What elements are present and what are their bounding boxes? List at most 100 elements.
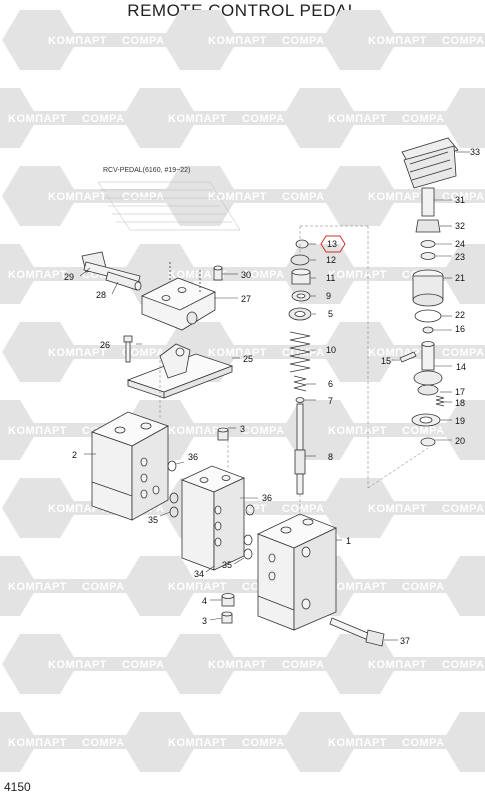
watermark-emblem bbox=[162, 634, 238, 694]
watermark-text: KOMПАРТ bbox=[208, 35, 267, 47]
watermark-text: KOMПАРТ bbox=[168, 113, 227, 125]
watermark-emblem bbox=[322, 634, 398, 694]
callout-label: 26 bbox=[100, 340, 110, 350]
watermark-emblem bbox=[122, 88, 198, 148]
watermark-emblem bbox=[442, 88, 485, 148]
watermark-text: KOMПАРТ bbox=[48, 191, 107, 203]
part-4-plug bbox=[221, 593, 235, 607]
exploded-view: RCV-PEDAL(6160, #19~22) bbox=[79, 137, 470, 647]
watermark-text: KOMПАРТ bbox=[368, 191, 427, 203]
callout-label: 33 bbox=[470, 147, 480, 157]
watermark-emblem bbox=[162, 10, 238, 70]
callout-label: 32 bbox=[455, 221, 465, 231]
watermark-emblem bbox=[322, 322, 398, 382]
watermark-emblem bbox=[322, 478, 398, 538]
watermark-bar bbox=[202, 33, 352, 47]
watermark-text: KOMПАРТ bbox=[168, 581, 227, 593]
watermark-bar bbox=[42, 657, 192, 671]
watermark-bar bbox=[482, 111, 485, 125]
watermark-text: COMPART bbox=[442, 503, 485, 515]
callout-label: 21 bbox=[455, 273, 465, 283]
watermark-bar bbox=[42, 345, 192, 359]
callout-label: 4 bbox=[202, 596, 207, 606]
callout-label: 2 bbox=[72, 450, 77, 460]
watermark-text: KOMПАРТ bbox=[328, 269, 387, 281]
watermark-bar bbox=[42, 189, 192, 203]
assembly-lines bbox=[159, 225, 429, 516]
callout-label: 9 bbox=[326, 291, 331, 301]
watermark-emblem bbox=[282, 712, 358, 772]
watermark-text: KOMПАРТ bbox=[48, 347, 107, 359]
watermark-emblem bbox=[482, 191, 485, 201]
watermark-emblem bbox=[2, 10, 78, 70]
watermark-bar bbox=[2, 111, 152, 125]
part-3-plug bbox=[217, 427, 229, 441]
leader-lines bbox=[79, 151, 470, 641]
callout-label: 36 bbox=[262, 493, 272, 503]
watermark-text: KOMПАРТ bbox=[168, 737, 227, 749]
watermark-text: KOMПАРТ bbox=[8, 425, 67, 437]
watermark-text: KOMПАРТ bbox=[368, 347, 427, 359]
watermark-text: COMPART bbox=[442, 191, 485, 203]
callout-label: 30 bbox=[241, 270, 251, 280]
watermark-bar bbox=[202, 345, 352, 359]
callout-label: 20 bbox=[455, 436, 465, 446]
callout-label: 17 bbox=[455, 387, 465, 397]
watermark-emblem bbox=[482, 503, 485, 513]
watermark-text: KOMПАРТ bbox=[208, 191, 267, 203]
callout-label: 19 bbox=[455, 416, 465, 426]
callout-label: 24 bbox=[455, 239, 465, 249]
watermark-emblem bbox=[2, 166, 78, 226]
part-30-bolt bbox=[213, 265, 223, 281]
watermark-bar bbox=[322, 579, 472, 593]
watermark-bar bbox=[162, 423, 312, 437]
watermark-text: KOMПАРТ bbox=[208, 659, 267, 671]
part-3-plug-lower bbox=[221, 611, 233, 624]
part-1-body bbox=[256, 513, 338, 631]
callout-label: 3 bbox=[202, 616, 207, 626]
watermark-emblem bbox=[282, 244, 358, 304]
callout-label: 35 bbox=[148, 515, 158, 525]
watermark-emblem bbox=[2, 322, 78, 382]
callout-label: 15 bbox=[381, 356, 391, 366]
page-number: 4150 bbox=[4, 780, 31, 794]
watermark-bar bbox=[2, 735, 152, 749]
watermark-text: KOMПАРТ bbox=[48, 35, 107, 47]
watermark-emblem bbox=[482, 347, 485, 357]
callout-label: 29 bbox=[64, 272, 74, 282]
watermark-bar bbox=[2, 579, 152, 593]
watermark-bar bbox=[322, 735, 472, 749]
callout-label: 34 bbox=[194, 569, 204, 579]
watermark-bar bbox=[362, 33, 485, 47]
diagram-caption: RCV-PEDAL(6160, #19~22) bbox=[103, 167, 190, 174]
watermark-text: KOMПАРТ bbox=[328, 425, 387, 437]
watermark-emblem bbox=[322, 10, 398, 70]
watermark-bar bbox=[162, 111, 312, 125]
watermark-text: COMPART bbox=[442, 659, 485, 671]
watermark-text: KOMПАРТ bbox=[168, 269, 227, 281]
watermark-text: KOMПАРТ bbox=[328, 113, 387, 125]
right-assembly-stack bbox=[399, 137, 459, 447]
watermark-emblem bbox=[442, 244, 485, 304]
callout-label: 14 bbox=[456, 362, 466, 372]
watermark-layer: KOMПАРТ COMPART KOMПАРТ COMPART KOMПАРТ COMPA… bbox=[0, 10, 485, 772]
callout-label: 3 bbox=[240, 424, 245, 434]
part-27-bracket bbox=[140, 262, 216, 331]
watermark-text: KOMПАРТ bbox=[208, 347, 267, 359]
callout-label: 27 bbox=[241, 294, 251, 304]
part-25-base-plate bbox=[126, 343, 234, 399]
watermark-bar bbox=[202, 189, 352, 203]
watermark-emblem bbox=[482, 659, 485, 669]
watermark-text: KOMПАРТ bbox=[368, 35, 427, 47]
watermark-bar bbox=[362, 657, 485, 671]
watermark-bar bbox=[42, 33, 192, 47]
callout-label: 36 bbox=[188, 452, 198, 462]
callout-label: 25 bbox=[243, 354, 253, 364]
watermark-text: KOMПАРТ bbox=[48, 659, 107, 671]
watermark-text: KOMПАРТ bbox=[8, 113, 67, 125]
watermark-bar bbox=[482, 423, 485, 437]
watermark-bar bbox=[322, 423, 472, 437]
watermark-bar bbox=[482, 267, 485, 281]
watermark-text: COMPART bbox=[442, 347, 485, 359]
